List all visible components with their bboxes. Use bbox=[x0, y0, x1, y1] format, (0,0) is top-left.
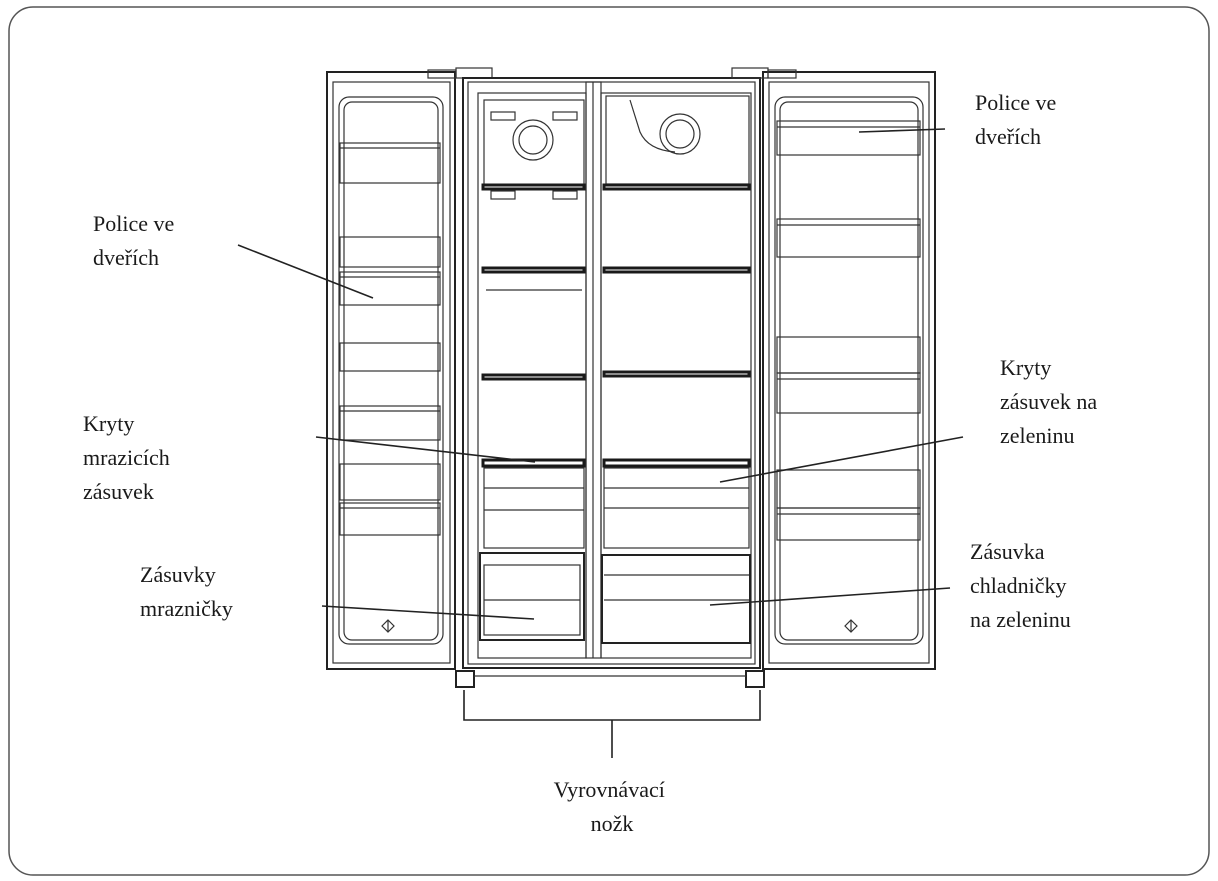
label-door-shelves-right: Police ve dveřích bbox=[975, 90, 1062, 149]
left-door-shelf bbox=[339, 142, 441, 184]
leveling-feet-bracket bbox=[463, 690, 761, 721]
freezer-compartment bbox=[477, 92, 587, 659]
left-door bbox=[326, 67, 493, 670]
right-door bbox=[731, 67, 936, 670]
leveling-foot-right bbox=[745, 670, 765, 688]
freezer-drawer bbox=[479, 552, 585, 641]
leader-line bbox=[858, 128, 946, 133]
leader-line bbox=[719, 436, 964, 483]
leader-line bbox=[237, 244, 374, 299]
fridge-shelf bbox=[602, 370, 751, 378]
right-door-shelf bbox=[776, 120, 921, 156]
left-door-shelf bbox=[339, 463, 441, 536]
freezer-shelf bbox=[481, 183, 586, 200]
label-freezer-drawers: Zásuvky mrazničky bbox=[140, 562, 233, 621]
right-door-drain-icon bbox=[844, 619, 858, 633]
fridge-crisper-drawer bbox=[601, 554, 751, 644]
right-door-shelf bbox=[776, 218, 921, 258]
freezer-shelf bbox=[481, 373, 586, 381]
leveling-foot-left bbox=[455, 670, 475, 688]
freezer-drawer bbox=[483, 467, 585, 549]
fridge-shelf bbox=[602, 266, 751, 274]
label-door-shelves-left: Police ve dveřích bbox=[93, 211, 180, 270]
label-fridge-crisper: Zásuvka chladničky na zeleninu bbox=[970, 539, 1072, 632]
diagram-frame bbox=[8, 6, 1210, 876]
leader-line bbox=[321, 605, 535, 620]
fridge-drawer bbox=[603, 467, 750, 549]
fridge-shelf bbox=[602, 183, 751, 191]
fan-icon bbox=[659, 113, 701, 155]
label-crisper-covers: Kryty zásuvek na zeleninu bbox=[1000, 355, 1103, 448]
right-door-shelf bbox=[776, 469, 921, 541]
freezer-drawer-cover bbox=[481, 458, 586, 468]
right-door-shelf bbox=[776, 336, 921, 414]
crisper-cover bbox=[602, 458, 751, 468]
label-leveling-feet: Vyrovnávací nožk bbox=[554, 777, 671, 836]
fan-icon bbox=[512, 119, 554, 161]
left-door-drain-icon bbox=[381, 619, 395, 633]
label-freezer-drawer-covers: Kryty mrazicích zásuvek bbox=[83, 411, 175, 504]
freezer-shelf bbox=[481, 266, 586, 274]
leader-line bbox=[709, 587, 951, 606]
left-door-shelf bbox=[339, 236, 441, 306]
leader-line bbox=[315, 436, 536, 463]
fridge-compartment bbox=[600, 92, 752, 659]
left-door-shelf bbox=[339, 342, 441, 441]
